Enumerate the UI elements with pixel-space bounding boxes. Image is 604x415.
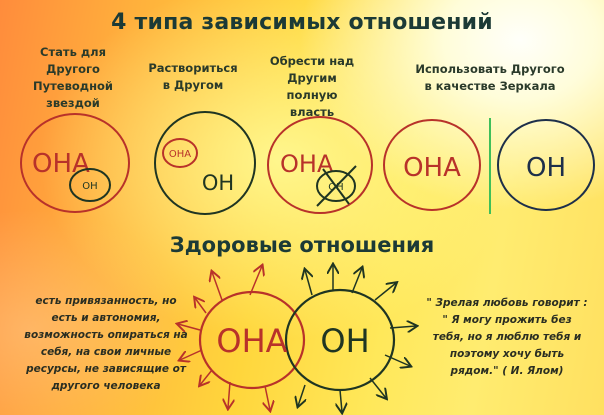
right-text: ОН: [526, 153, 566, 183]
type-3-label: Обрести над Другим полную власть: [262, 53, 362, 121]
label-line: полную: [286, 88, 338, 102]
inner-text: ОНА: [169, 149, 191, 160]
note-line: поэтому хочу быть: [449, 348, 565, 360]
left-note: есть привязанность, но есть и автономия,…: [8, 293, 204, 395]
outer-text: ОН: [202, 171, 234, 195]
type-4-diagram: ОНА ОН: [383, 118, 595, 214]
type-3-diagram: ОНА ОН: [267, 116, 373, 214]
note-line: тебя, но я люблю тебя и: [432, 331, 582, 343]
note-line: " Я могу прожить без: [442, 314, 572, 326]
outer-text: ОНА: [32, 149, 90, 179]
label-line: в Другом: [162, 78, 224, 92]
she-circle: [198, 290, 306, 390]
outer-circle: [267, 116, 373, 214]
he-rays: [298, 265, 416, 412]
note-line: ресурсы, не зависящие от: [26, 363, 186, 375]
note-line: есть привязанность, но: [35, 295, 177, 307]
outer-circle: [154, 111, 256, 215]
note-line: рядом." ( И. Ялом): [450, 365, 564, 377]
type-4-label: Использовать Другого в качестве Зеркала: [410, 61, 570, 95]
cross-line: [316, 165, 357, 207]
she-rays: [178, 266, 270, 410]
healthy-title: Здоровые отношения: [169, 233, 435, 257]
label-line: Стать для: [40, 45, 106, 59]
left-text: ОНА: [403, 153, 461, 183]
note-line: возможность опираться на: [24, 329, 188, 341]
inner-circle: [316, 170, 356, 202]
he-text: ОН: [320, 322, 369, 360]
type-1-label: Стать для Другого Путеводной звездой: [18, 44, 128, 112]
inner-text: ОН: [82, 181, 97, 192]
left-circle: [383, 119, 481, 211]
note-line: есть и автономия,: [51, 312, 161, 324]
she-text: ОНА: [216, 322, 287, 360]
label-line: Обрести над: [269, 54, 355, 68]
healthy-diagram: ОНА ОН: [178, 265, 416, 412]
type-2-diagram: ОНА ОН: [154, 111, 256, 215]
label-line: власть: [289, 105, 335, 119]
inner-circle: [69, 168, 111, 202]
type-2-label: Раствориться в Другом: [138, 60, 248, 94]
note-line: другого человека: [51, 380, 161, 392]
label-line: Другим: [287, 71, 337, 85]
note-line: себя, на свои личные: [40, 346, 172, 358]
label-line: Путеводной: [33, 79, 113, 93]
right-circle: [497, 119, 595, 211]
he-circle: [284, 288, 396, 392]
right-note: " Зрелая любовь говорит : " Я могу прожи…: [412, 295, 602, 380]
type-1-diagram: ОНА ОН: [20, 113, 130, 213]
label-line: Другого: [46, 62, 100, 76]
label-line: Раствориться: [148, 61, 238, 75]
page-title: 4 типа зависимых отношений: [111, 10, 493, 35]
label-line: Использовать Другого: [415, 62, 565, 76]
note-line: " Зрелая любовь говорит :: [426, 297, 588, 309]
inner-circle: [162, 138, 198, 168]
label-line: звездой: [46, 96, 100, 110]
label-line: в качестве Зеркала: [424, 79, 556, 93]
outer-circle: [20, 113, 130, 213]
